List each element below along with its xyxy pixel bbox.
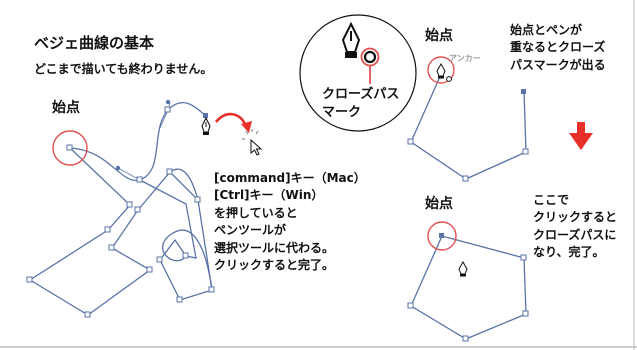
start-point-circle-b: [427, 56, 455, 84]
click-here-note-line: クローズパスに: [533, 227, 617, 242]
start-point-label-b: 始点: [425, 28, 453, 44]
modifier-note-line: [Ctrl]キー（Win）: [214, 188, 324, 203]
modifier-note-line: [command]キー（Mac）: [214, 171, 366, 185]
pen-tool-icon: [201, 116, 211, 135]
closed-path-bottom: [410, 235, 527, 340]
modifier-note-line: ペンツールが: [214, 223, 287, 238]
overlap-note-line: パスマークが出る: [510, 57, 606, 72]
open-path-handles: [117, 101, 171, 181]
modifier-note-line: を押していると: [214, 205, 298, 220]
closing-path-top: [410, 71, 527, 180]
pen-tool-small-icon: [458, 260, 468, 277]
start-point-label-a: 始点: [52, 100, 80, 116]
close-path-mark-line: クローズパス: [322, 87, 400, 102]
click-spark-icon: [242, 129, 259, 140]
close-path-mark-label: クローズパス マーク: [322, 86, 399, 121]
anchor-label: アンカー: [449, 54, 481, 63]
pen-close-icon: [341, 21, 377, 64]
overlap-note-line: 始点とペンが: [510, 23, 583, 37]
modifier-key-note: [command]キー（Mac） [Ctrl]キー（Win） を押していると ペ…: [214, 170, 366, 274]
click-here-note: ここで クリックすると クローズパスに なり、完了。: [533, 192, 617, 262]
modifier-note-line: クリックすると完了。: [214, 257, 335, 272]
start-point-label-c: 始点: [425, 196, 453, 212]
start-point-circle-a: [52, 130, 88, 166]
down-arrow-icon: [569, 122, 593, 150]
closing-path-top-anchors: [407, 138, 529, 182]
pen-close-small-icon: [436, 62, 452, 82]
open-path-anchors: [26, 106, 215, 318]
selection-arrow-icon: [250, 138, 263, 156]
closed-path-bottom-anchors: [407, 254, 529, 342]
start-point-circle-c: [427, 221, 457, 251]
click-here-note-line: なり、完了。: [533, 245, 605, 260]
last-anchor: [203, 113, 208, 118]
last-anchor-top: [521, 89, 526, 94]
start-anchor-bottom: [439, 233, 444, 238]
overlap-note: 始点とペンが 重なるとクローズ パスマークが出る: [510, 22, 606, 74]
page-subtitle: どこまで描いても終わりません。: [34, 62, 213, 76]
close-path-mark-line: マーク: [322, 104, 362, 120]
overlap-note-line: 重なるとクローズ: [510, 40, 606, 55]
modifier-note-line: 選択ツールに代わる。: [214, 240, 335, 255]
curved-arrow-icon: [215, 112, 252, 133]
click-here-note-line: ここで: [533, 193, 570, 207]
close-mark-highlight: [360, 47, 380, 67]
open-bezier-path: [28, 102, 213, 316]
handle-point: [165, 99, 171, 105]
magnifier-circle: [299, 14, 417, 132]
click-here-note-line: クリックすると: [533, 210, 618, 225]
handle-point: [115, 165, 121, 171]
page-title: ベジェ曲線の基本: [34, 34, 155, 52]
